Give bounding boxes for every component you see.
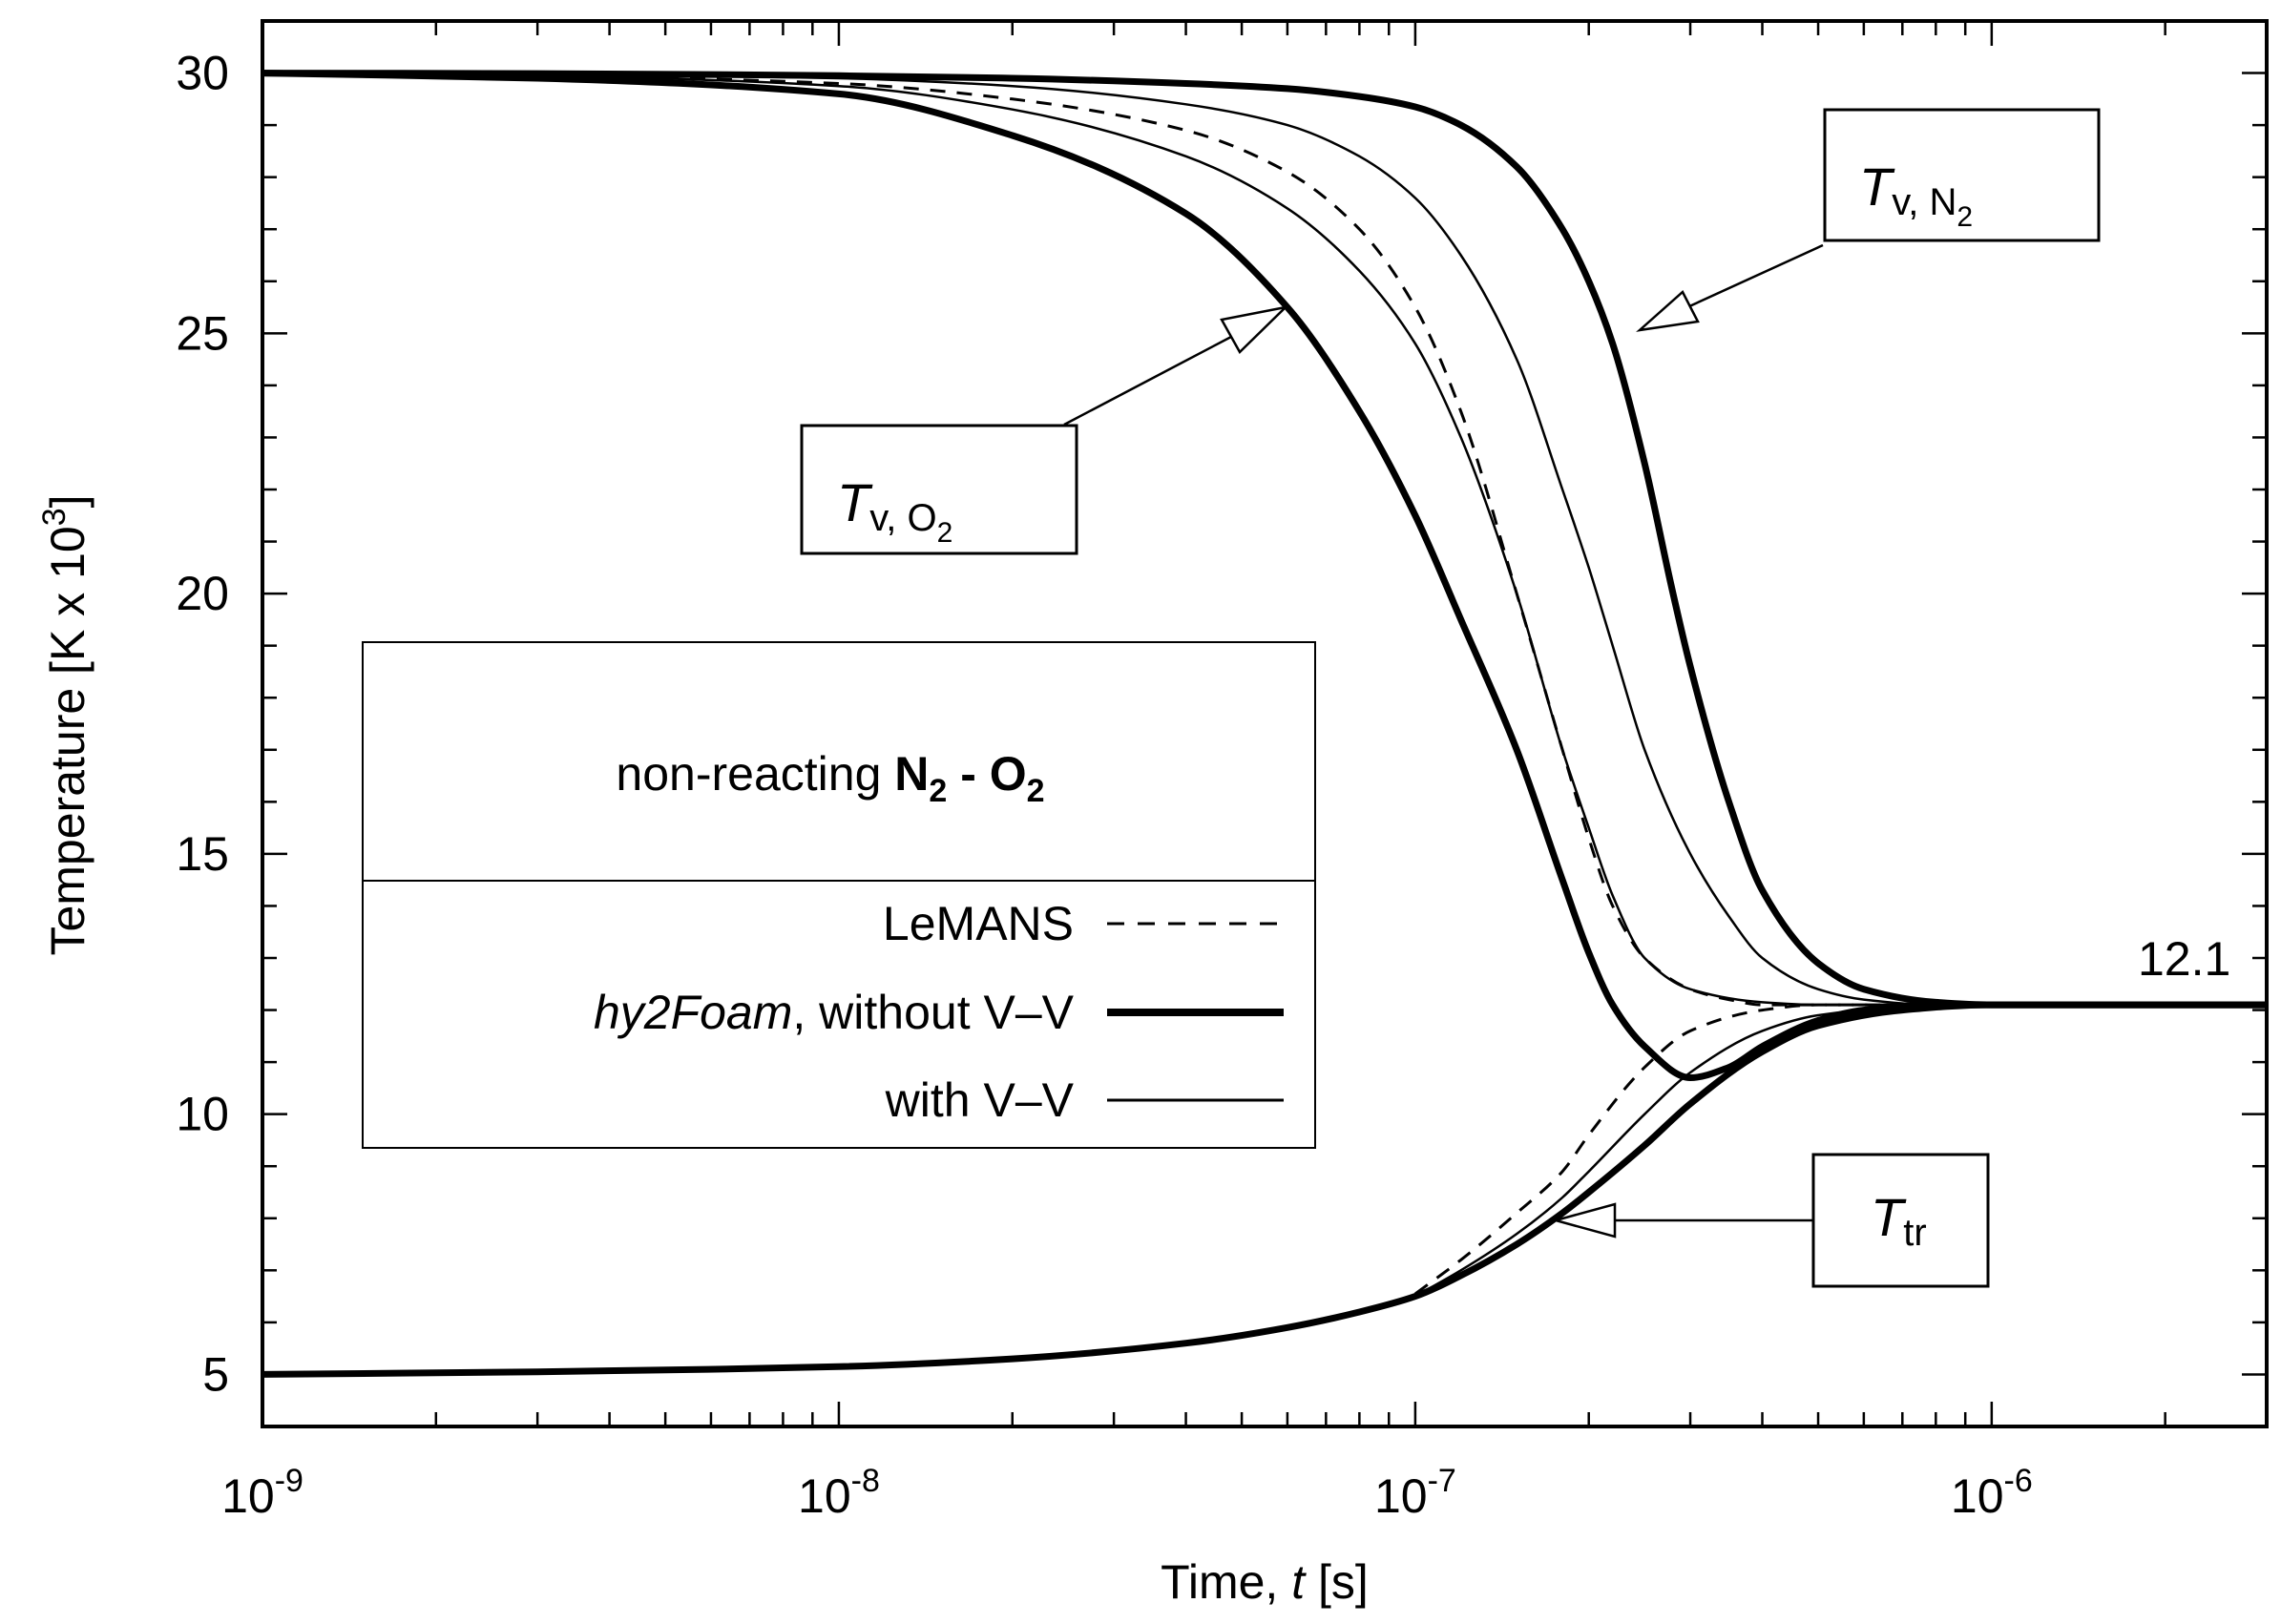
y-tick-label: 20: [176, 567, 229, 620]
series-line-thin: [262, 72, 2267, 1007]
y-tick-label: 25: [176, 306, 229, 360]
series-line-dashed: [262, 72, 2267, 1007]
y-tick-labels: 5 10 15 20 25 30: [176, 47, 229, 1402]
series-line-thick: [262, 70, 2267, 1081]
label-tv-o2: Tv, O2: [837, 472, 952, 549]
series-line-thick: [262, 1001, 2267, 1378]
legend-title: non-reacting N2 - O2: [616, 747, 1044, 809]
y-tick-label: 15: [176, 827, 229, 881]
y-tick-label: 10: [176, 1088, 229, 1141]
legend-box: [362, 641, 1316, 1149]
label-box-tv-n2: [1823, 108, 2101, 242]
y-axis-label: Temperature [K x 103]: [36, 494, 94, 955]
arrow-head-tv-o2: [1220, 304, 1289, 355]
label-tv-n2: Tv, N2: [1859, 156, 1973, 233]
x-tick-label: 10-8: [798, 1463, 880, 1523]
legend: non-reacting N2 - O2 LeMANS hy2Foam, wit…: [362, 641, 1316, 1149]
x-tick-labels: 10-9 10-8 10-7 10-6: [221, 1463, 2033, 1523]
x-tick-label: 10-7: [1374, 1463, 1456, 1523]
label-box-tv-o2: [800, 424, 1078, 555]
x-tick-label: 10-6: [1951, 1463, 2033, 1523]
x-tick-label: 10-9: [221, 1463, 303, 1523]
axis-ticks: [261, 19, 2269, 1428]
series-line-dashed: [1414, 1003, 2267, 1296]
arrow-shaft-tv-n2: [1686, 243, 1824, 309]
legend-label-hy2foam: hy2Foam, without V–V: [594, 986, 1075, 1039]
arrow-head-ttr: [1551, 1202, 1617, 1239]
legend-label-lemans: LeMANS: [883, 897, 1074, 950]
series-line-thick: [262, 70, 2267, 1009]
arrow-shaft-tv-o2: [1063, 335, 1232, 427]
callout-tv-n2: Tv, N2: [1636, 108, 2101, 332]
data-curves: [262, 70, 2267, 1378]
x-axis-label: Time, t [s]: [1161, 1555, 1369, 1609]
label-ttr: Ttr: [1871, 1187, 1927, 1254]
y-tick-label: 5: [202, 1347, 229, 1401]
callout-ttr: Ttr: [1551, 1153, 1990, 1288]
arrow-head-tv-n2: [1636, 289, 1700, 332]
final-value-label: 12.1: [2138, 932, 2230, 986]
legend-label-with-vv: with V–V: [885, 1073, 1075, 1127]
callout-tv-o2: Tv, O2: [800, 304, 1289, 555]
y-tick-label: 30: [176, 47, 229, 100]
label-box-ttr: [1811, 1153, 1990, 1288]
plot-frame: [261, 19, 2269, 1428]
